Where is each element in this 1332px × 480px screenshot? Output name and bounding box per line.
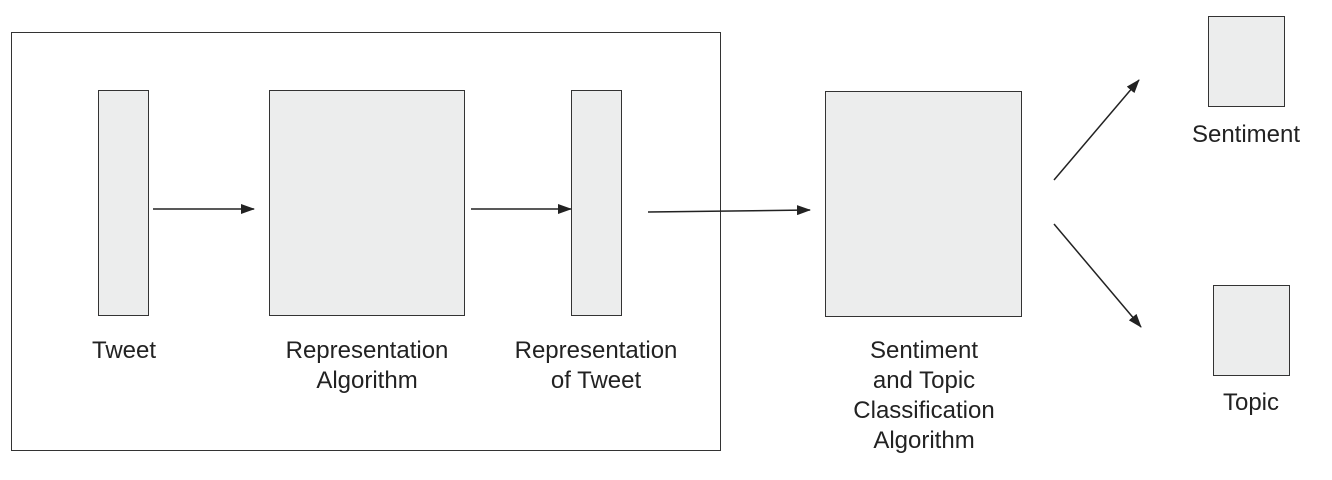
topic-box [1213,285,1290,376]
arrow-classification-to-topic [1053,223,1142,328]
sentiment-box [1208,16,1285,107]
representation-algorithm-label: Representation Algorithm [285,337,449,394]
representation-of-tweet-box [571,90,622,316]
representation-algorithm-box [269,90,465,316]
tweet-box [98,90,149,316]
sentiment-label: Sentiment [1191,121,1301,148]
topic-label: Topic [1222,389,1280,416]
representation-of-tweet-label: Representation of Tweet [514,337,678,394]
arrow-classification-to-sentiment [1053,79,1140,181]
tweet-label: Tweet [91,337,157,364]
arrow-representation-of-tweet-to-classification-algorithm [647,205,811,216]
classification-algorithm-box [825,91,1022,317]
pipeline-group-frame [11,32,721,451]
classification-algorithm-label: Sentiment and Topic Classification Algor… [853,337,995,454]
